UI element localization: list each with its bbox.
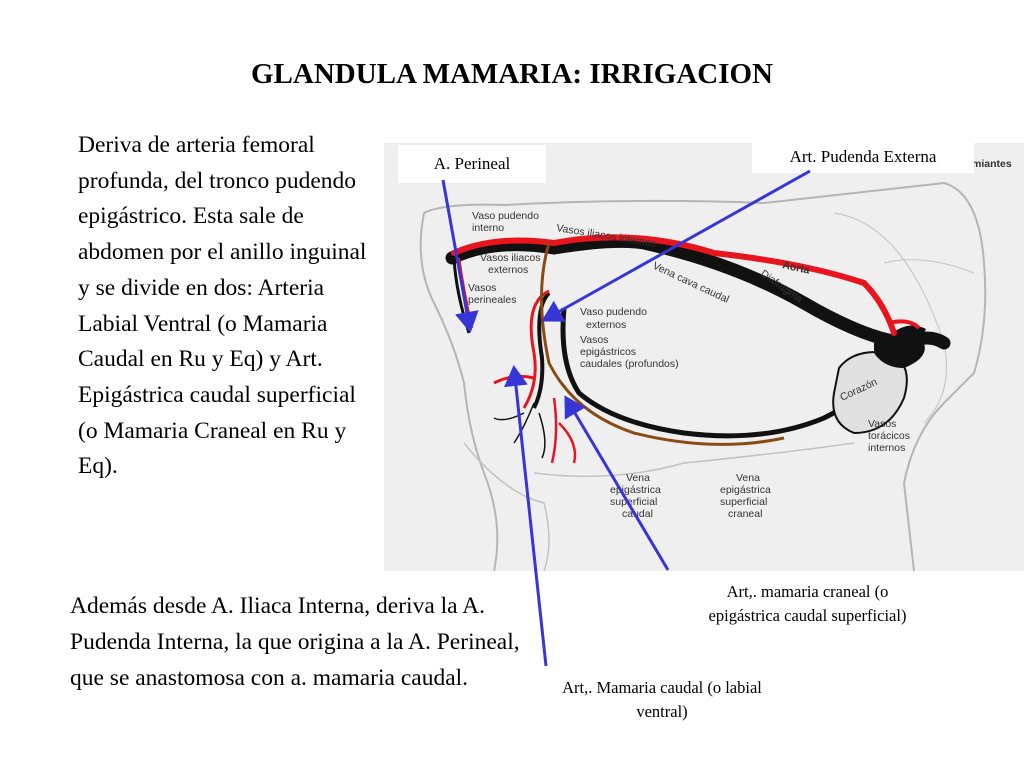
vasos-epigastricos-label: Vasos (580, 334, 608, 346)
diagram-svg: miantes Vaso pudendo interno Vasos iliac… (384, 143, 1024, 571)
vena-craneal-label: Vena (736, 472, 760, 484)
heart-top (874, 338, 925, 368)
vena-caudal-label-2: epigástrica (610, 484, 661, 496)
vasos-iliacos-externos-label: Vasos iliacos (480, 252, 541, 264)
arteria-toracica (888, 319, 921, 330)
spine-outline (883, 259, 975, 274)
diagram-background (384, 143, 1024, 571)
page-title: GLANDULA MAMARIA: IRRIGACION (251, 58, 773, 90)
vasos-toracicos-label-2: torácicos (868, 430, 910, 442)
vena-craneal-label-2: epigástrica (720, 484, 771, 496)
vena-caudal-label: Vena (626, 472, 650, 484)
description-paragraph: Deriva de arteria femoral profunda, del … (78, 132, 367, 480)
vaso-pudendo-interno-label: Vaso pudendo (472, 210, 539, 222)
animal-outline-back (423, 181, 987, 571)
header-fragment-label: miantes (972, 158, 1012, 170)
rib-outline (833, 212, 948, 424)
vasos-toracicos-label-3: internos (868, 442, 905, 454)
vasos-perineales-label: Vasos (468, 282, 496, 294)
vaso-pudendo-interno-label-2: interno (472, 222, 504, 234)
vaso-pudendo-externo-label-2: externos (586, 319, 626, 331)
callout-pudenda-externa: Art. Pudenda Externa (752, 143, 974, 173)
vasos-epigastricos-label-2: epigástricos (580, 346, 636, 358)
vena-caudal-label-3: superficial (610, 496, 657, 508)
animal-outline-leg (419, 212, 499, 571)
vaso-pudendo-externo-label: Vaso pudendo (580, 306, 647, 318)
vena-craneal-label-3: superficial (720, 496, 767, 508)
vasos-perineales-label-2: perineales (468, 294, 516, 306)
callout-perineal: A. Perineal (398, 145, 546, 183)
vasos-iliacos-externos-label-2: externos (488, 264, 528, 276)
vascular-diagram: miantes Vaso pudendo interno Vasos iliac… (384, 143, 1024, 571)
additional-paragraph: Además desde A. Iliaca Interna, deriva l… (70, 593, 520, 691)
caption-mamaria-caudal: Art,. Mamaria caudal (o labial ventral) (562, 678, 762, 721)
caption-mamaria-craneal: Art,. mamaria craneal (o epigástrica cau… (708, 582, 907, 625)
vasos-epigastricos-label-3: caudales (profundos) (580, 358, 679, 370)
vena-caudal-label-4: caudal (622, 508, 653, 520)
vasos-toracicos-label: Vasos (868, 418, 896, 430)
heart-shape (832, 351, 908, 435)
vena-craneal-label-4: craneal (728, 508, 762, 520)
